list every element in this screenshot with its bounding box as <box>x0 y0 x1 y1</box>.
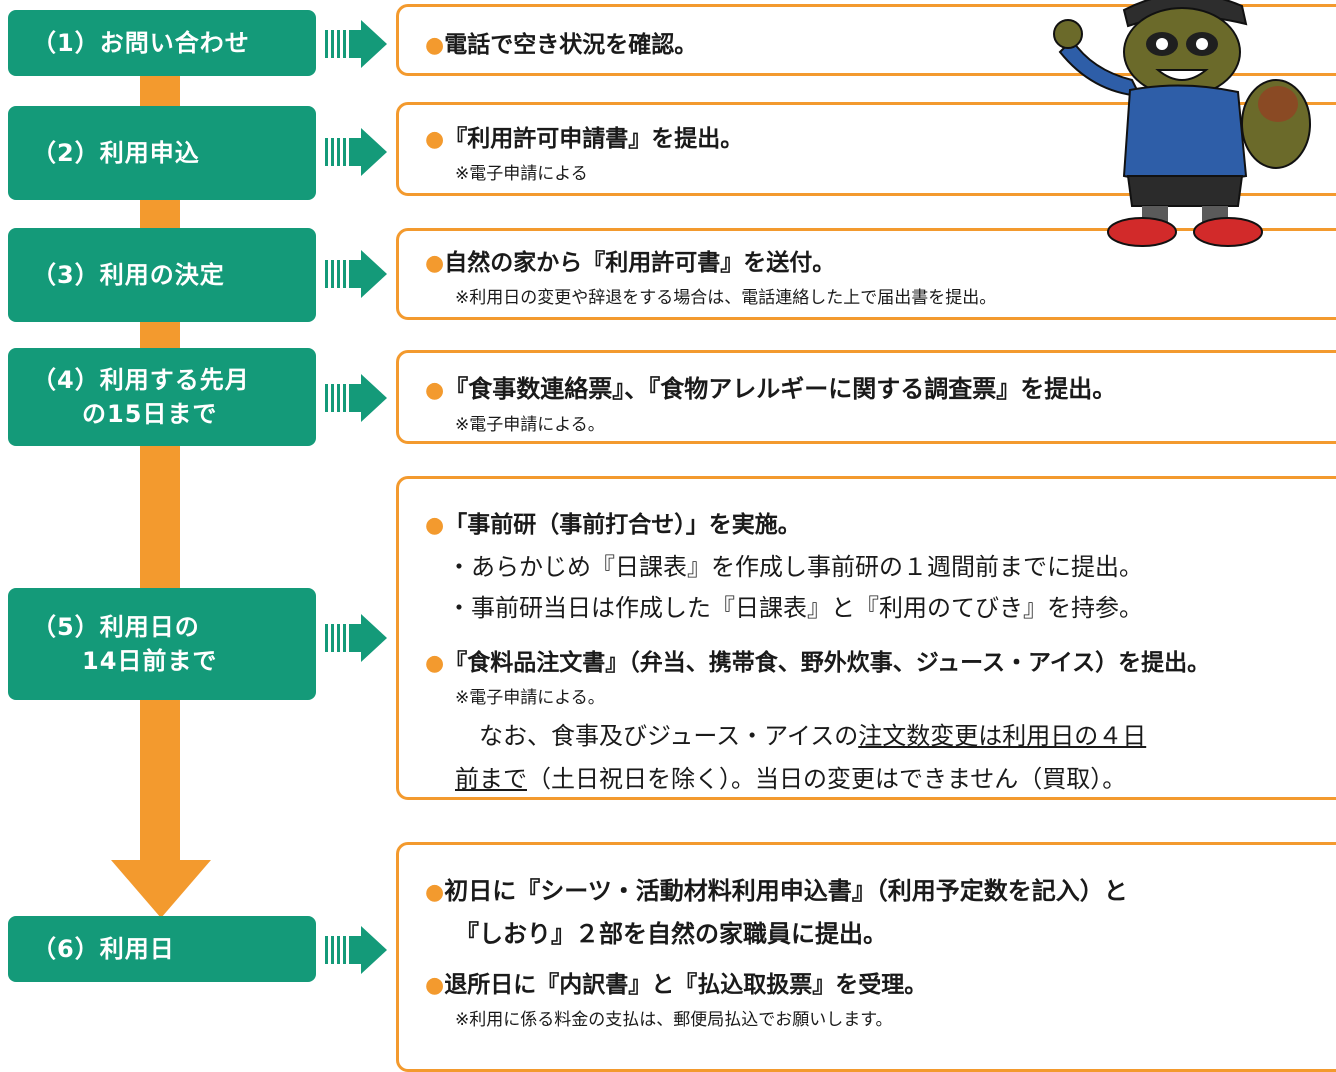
box-6-main-2: 退所日に『内訳書』と『払込取扱票』を受理。 <box>444 972 928 998</box>
box-4-note: ※電子申請による。 <box>455 415 605 435</box>
step-5-label: （5）利用日の 14日前まで <box>32 613 218 675</box>
arrow-icon <box>325 374 387 422</box>
box-5-note: ※電子申請による。 <box>455 688 605 708</box>
bullet-dot-icon: ● <box>425 973 445 998</box>
arrow-icon <box>325 614 387 662</box>
box-5-text-2a: 前まで <box>455 765 527 793</box>
box-5-main-2: 『食料品注文書』（弁当、携帯食、野外炊事、ジュース・アイス）を提出。 <box>444 650 1211 676</box>
box-4-main: 『食事数連絡票』、『食物アレルギーに関する調査票』を提出。 <box>444 375 1117 403</box>
flow-line <box>140 70 180 862</box>
bullet-dot-icon: ● <box>425 513 445 538</box>
step-1-label: （1）お問い合わせ <box>32 29 250 57</box>
box-3-note: ※利用日の変更や辞退をする場合は、電話連絡した上で届出書を提出。 <box>455 288 997 308</box>
step-6-label: （6）利用日 <box>32 935 175 963</box>
bullet-dot-icon: ● <box>425 251 445 276</box>
flow-arrowhead <box>111 860 211 918</box>
step-4: （4）利用する先月 の15日まで <box>8 348 316 446</box>
box-3-main: 自然の家から『利用許可書』を送付。 <box>444 250 836 276</box>
box-5-bullet-2: ・事前研当日は作成した『日課表』と『利用のてびき』を持参。 <box>447 594 1143 622</box>
arrow-icon <box>325 128 387 176</box>
box-5-main-1: 「事前研（事前打合せ）」を実施。 <box>444 512 801 538</box>
box-1-main: 電話で空き状況を確認。 <box>444 32 698 58</box>
step-4-label: （4）利用する先月 の15日まで <box>32 366 250 428</box>
bullet-dot-icon: ● <box>425 651 445 676</box>
arrow-icon <box>325 250 387 298</box>
raccoon-dog-mascot-icon <box>1053 0 1311 247</box>
bullet-dot-icon: ● <box>425 127 445 152</box>
bullet-dot-icon: ● <box>425 880 445 905</box>
detail-box-6: ●初日に『シーツ・活動材料利用申込書』（利用予定数を記入）と 『しおり』２部を自… <box>396 842 1336 1072</box>
box-5-bullet-1: ・あらかじめ『日課表』を作成し事前研の１週間前までに提出。 <box>447 553 1143 581</box>
box-2-note: ※電子申請による <box>455 164 588 184</box>
bullet-dot-icon: ● <box>425 33 445 58</box>
box-6-note: ※利用に係る料金の支払は、郵便局払込でお願いします。 <box>455 1010 893 1030</box>
step-3-label: （3）利用の決定 <box>32 261 225 289</box>
step-3: （3）利用の決定 <box>8 228 316 322</box>
box-5-text-2b: （土日祝日を除く）。当日の変更はできません（買取）。 <box>527 765 1127 793</box>
detail-box-3: ●自然の家から『利用許可書』を送付。 ※利用日の変更や辞退をする場合は、電話連絡… <box>396 228 1336 320</box>
box-6-main-1b: 『しおり』２部を自然の家職員に提出。 <box>455 920 887 948</box>
box-2-main: 『利用許可申請書』を提出。 <box>444 126 744 152</box>
step-5: （5）利用日の 14日前まで <box>8 588 316 700</box>
detail-box-5: ●「事前研（事前打合せ）」を実施。 ・あらかじめ『日課表』を作成し事前研の１週間… <box>396 476 1336 800</box>
arrow-icon <box>325 20 387 68</box>
step-2-label: （2）利用申込 <box>32 139 200 167</box>
step-6: （6）利用日 <box>8 916 316 982</box>
bullet-dot-icon: ● <box>425 378 445 403</box>
step-1: （1）お問い合わせ <box>8 10 316 76</box>
box-5-text-1b: 注文数変更は利用日の４日 <box>858 722 1147 750</box>
box-6-main-1a: 初日に『シーツ・活動材料利用申込書』（利用予定数を記入）と <box>444 877 1128 905</box>
step-2: （2）利用申込 <box>8 106 316 200</box>
detail-box-4: ●『食事数連絡票』、『食物アレルギーに関する調査票』を提出。 ※電子申請による。 <box>396 350 1336 444</box>
arrow-icon <box>325 926 387 974</box>
box-5-text-1a: なお、食事及びジュース・アイスの <box>455 722 859 750</box>
